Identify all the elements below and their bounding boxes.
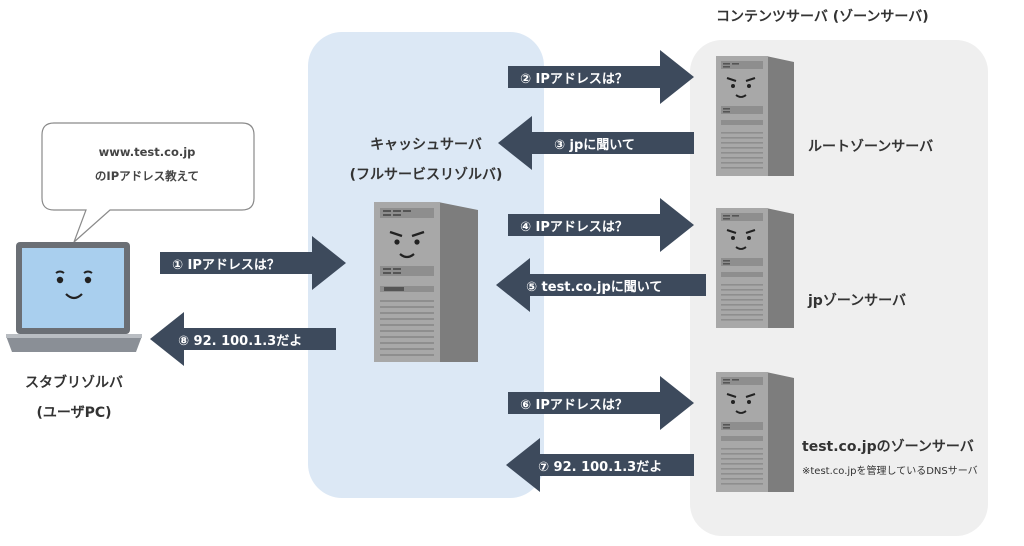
cache-server-title: キャッシュサーバ [370,137,482,153]
arrow-7-response: ⑦ 92. 100.1.3だよ [506,438,694,492]
arrow-1-label: ① IPアドレスは？ [172,257,280,273]
stub-resolver-subtitle: (ユーザPC) [36,405,112,421]
root-zone-server-icon [716,56,794,176]
laptop-icon [6,242,142,352]
arrow-3-response: ③ jpに聞いて [498,116,694,170]
cache-server-icon [374,202,478,362]
speech-bubble-line1: www.test.co.jp [98,145,196,159]
jp-zone-server-label: jpゾーンサーバ [808,293,906,309]
arrow-2-label: ② IPアドレスは？ [520,71,628,87]
jp-zone-server-icon [716,208,794,328]
arrow-7-label: ⑦ 92. 100.1.3だよ [538,459,663,475]
test-zone-server-note: ※test.co.jpを管理しているDNSサーバ [802,466,978,477]
arrow-3-shape [498,116,694,170]
arrow-6-label: ⑥ IPアドレスは？ [520,397,628,413]
arrow-8-response: ⑧ 92. 100.1.3だよ [150,312,336,366]
cache-server-subtitle: (フルサービスリゾルバ) [349,167,503,183]
arrow-7-shape [506,438,694,492]
stub-resolver-title: スタブリゾルバ [25,375,123,391]
test-zone-server-label: test.co.jpのゾーンサーバ [802,439,974,455]
arrow-5-response: ⑤ test.co.jpに聞いて [496,258,706,312]
arrow-6-shape [508,376,694,430]
arrow-6-query: ⑥ IPアドレスは？ [508,376,694,430]
speech-bubble-icon [41,122,255,243]
arrow-3-label: ③ jpに聞いて [554,137,635,153]
arrow-8-label: ⑧ 92. 100.1.3だよ [178,333,303,349]
test-zone-server-icon [716,372,794,492]
arrow-8-shape [150,312,336,366]
arrow-1-shape [160,236,346,290]
arrow-4-shape [508,198,694,252]
arrow-4-label: ④ IPアドレスは？ [520,219,628,235]
arrow-4-query: ④ IPアドレスは？ [508,198,694,252]
root-zone-server-label: ルートゾーンサーバ [808,139,934,155]
arrow-5-label: ⑤ test.co.jpに聞いて [526,279,663,295]
speech-bubble-line2: のIPアドレス教えて [94,169,200,183]
arrow-2-query: ② IPアドレスは？ [508,50,694,104]
arrow-2-shape [508,50,694,104]
arrow-1-query: ① IPアドレスは？ [160,236,346,290]
arrow-5-shape [496,258,706,312]
content-servers-title: コンテンツサーバ (ゾーンサーバ) [716,9,929,25]
